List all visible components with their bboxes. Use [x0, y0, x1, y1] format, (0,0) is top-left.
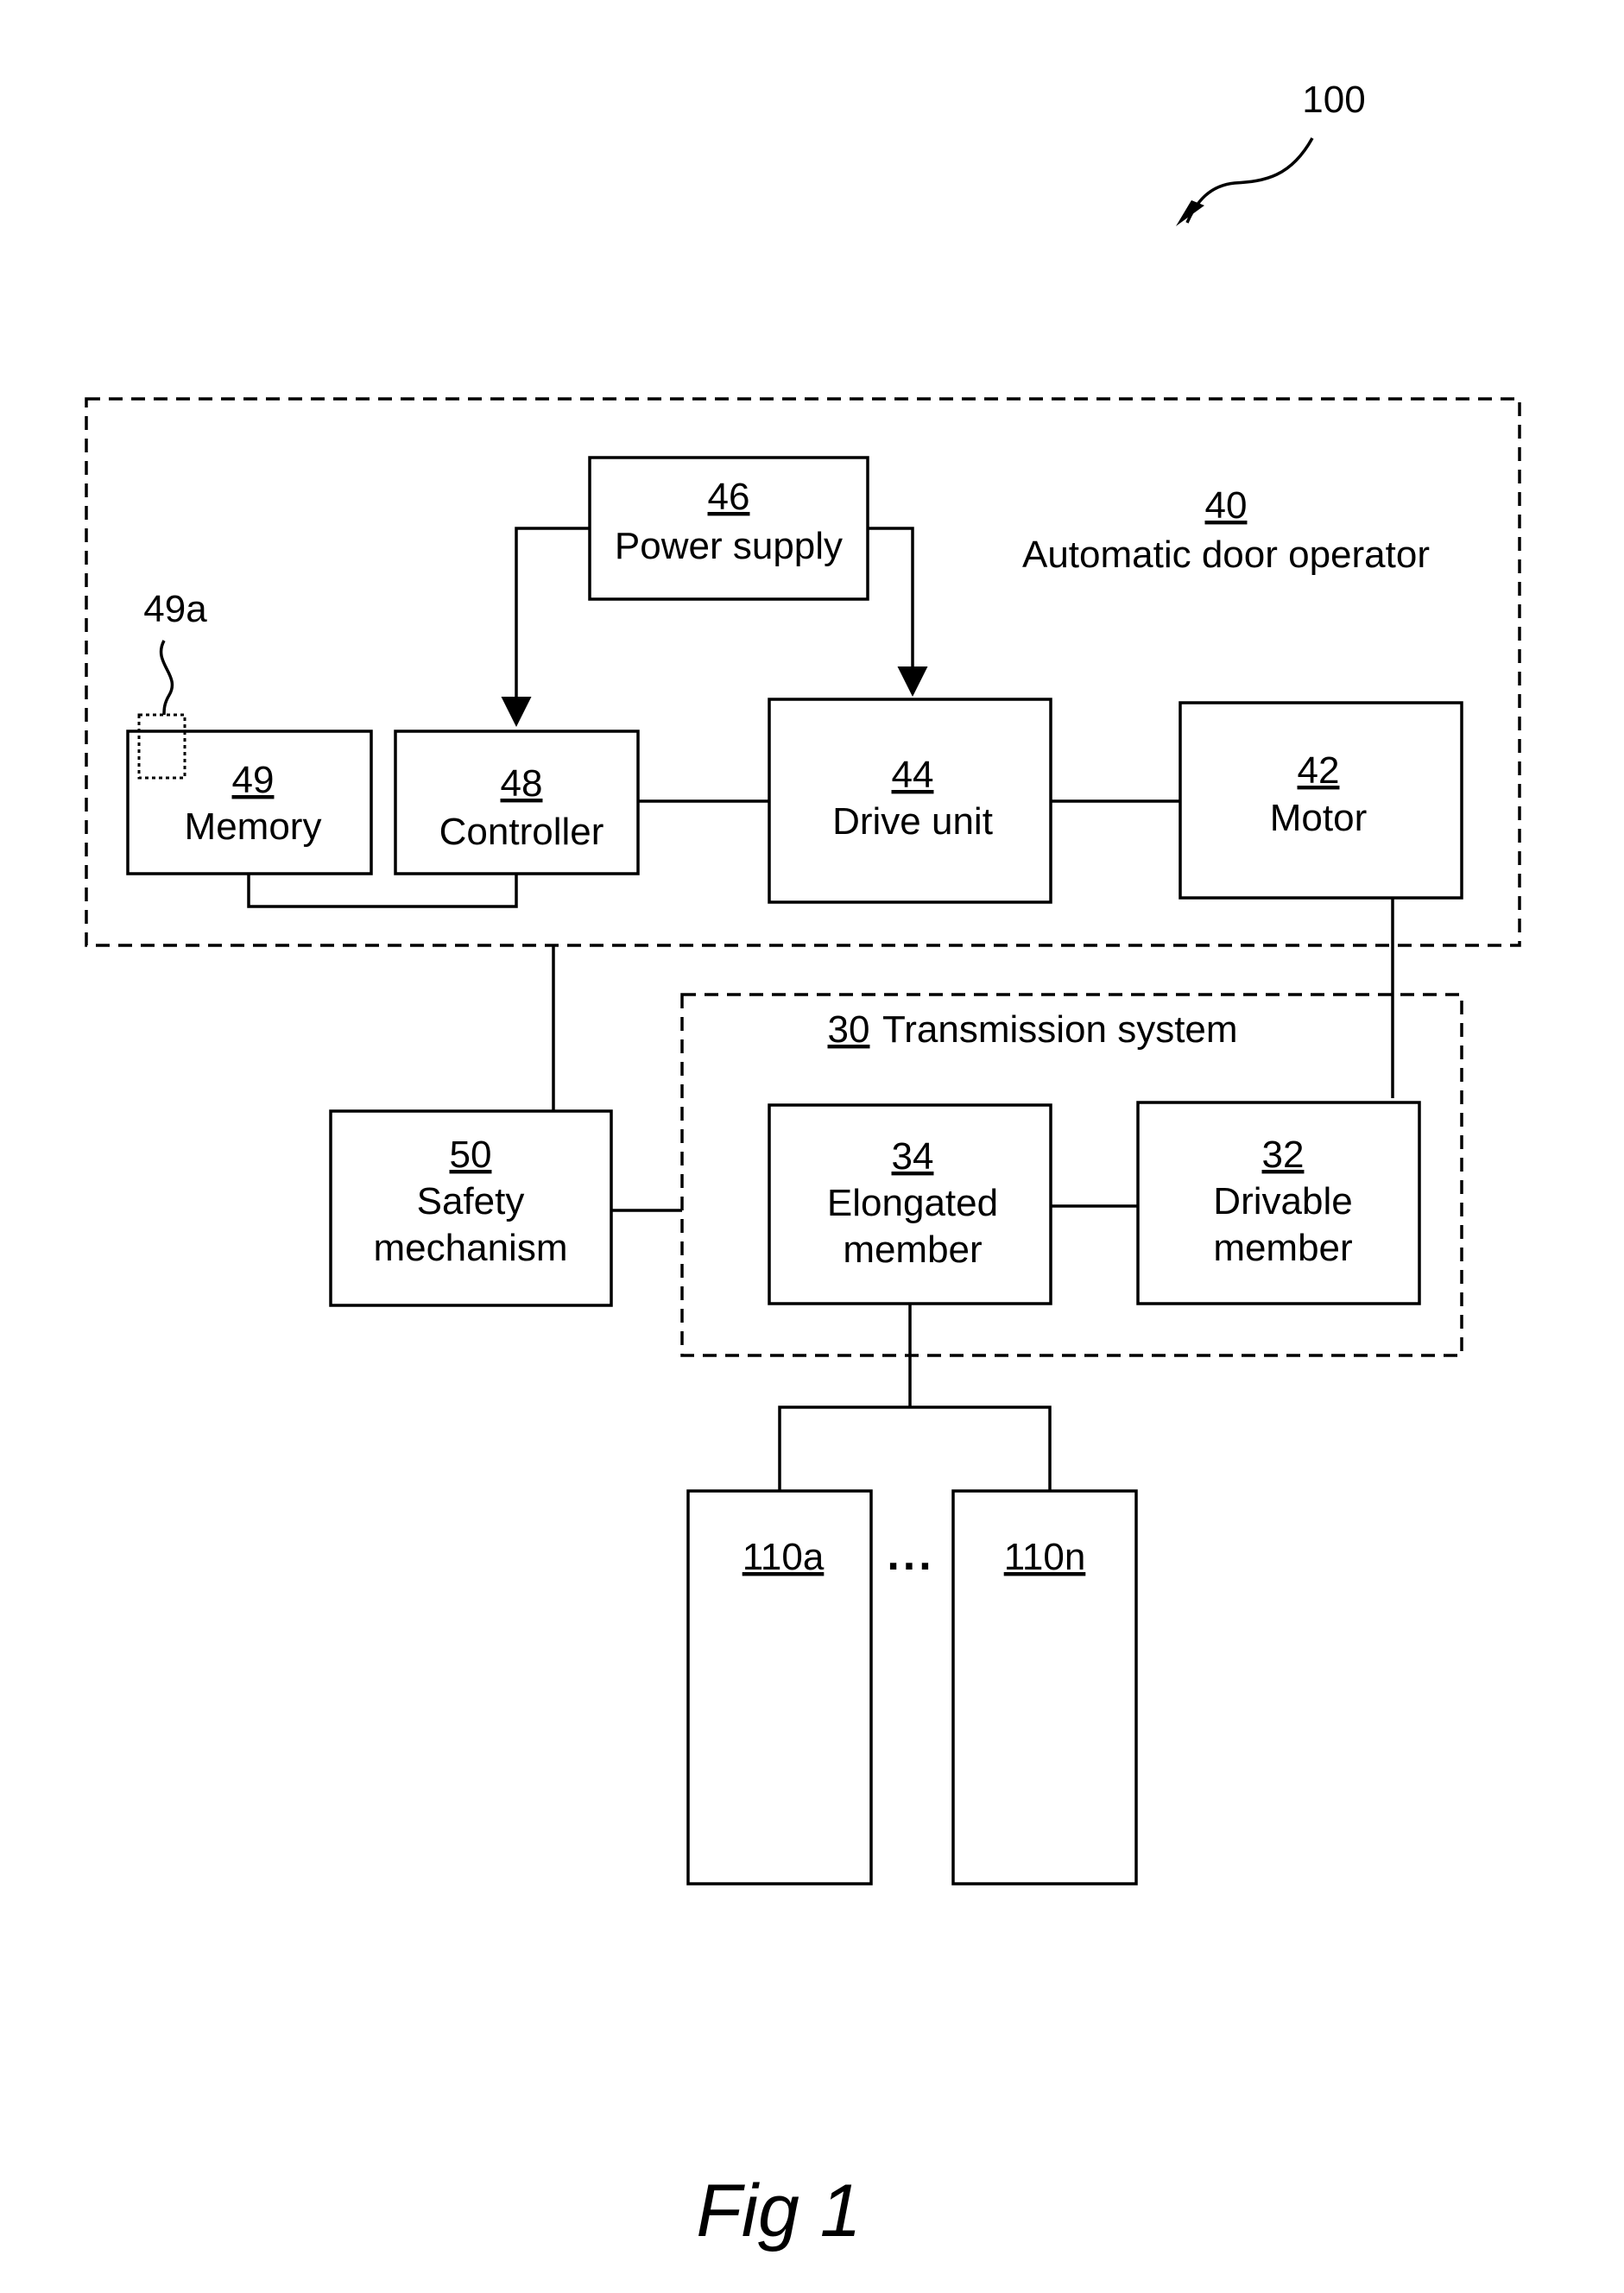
elongated-ref: 34: [892, 1135, 934, 1178]
door-last-ref: 110n: [1004, 1536, 1086, 1578]
memory-label: Memory: [185, 805, 322, 848]
operator-ref: 40: [1205, 484, 1248, 527]
drive-unit-ref: 44: [892, 754, 934, 796]
drivable-label-line1: Drivable: [1213, 1180, 1352, 1222]
controller-box: [394, 730, 640, 875]
drive-unit-label: Drive unit: [832, 800, 993, 843]
power-supply-label: Power supply: [615, 525, 843, 567]
drivable-box: [1136, 1101, 1421, 1305]
operator-label: Automatic door operator: [1022, 534, 1430, 576]
figure-number: 100: [1302, 79, 1365, 121]
motor-ref: 42: [1298, 749, 1340, 792]
transmission-ref: 30: [828, 1008, 870, 1051]
doors-ellipsis: ...: [887, 1530, 934, 1580]
power-to-controller-arrow: [501, 527, 590, 727]
memory-sub-area: [137, 713, 186, 780]
elongated-box: [768, 1103, 1052, 1305]
operator-frame: [85, 397, 1521, 947]
memory-ref: 49: [232, 759, 275, 801]
transmission-label: Transmission system: [882, 1008, 1238, 1051]
memory-sub-ref: 49a: [143, 588, 207, 630]
figure-caption: Fig 1: [696, 2170, 861, 2252]
drivable-label-line2: member: [1213, 1227, 1352, 1269]
doors-branch: [778, 1405, 1052, 1491]
figure-number-arrowhead: [1176, 200, 1204, 226]
elongated-label-line1: Elongated: [827, 1182, 998, 1224]
power-supply-ref: 46: [708, 476, 750, 518]
figure-number-leader: [1185, 137, 1314, 224]
controller-ref: 48: [501, 762, 543, 805]
memory-box: [126, 730, 373, 875]
power-to-drive-arrow: [868, 527, 928, 697]
safety-label-line2: mechanism: [374, 1227, 568, 1269]
transmission-frame: [680, 993, 1463, 1357]
memory-sub-leader: [159, 640, 174, 716]
safety-label-line1: Safety: [417, 1180, 525, 1222]
door-first-ref: 110a: [742, 1536, 825, 1578]
elongated-label-line2: member: [843, 1229, 982, 1271]
safety-box: [329, 1109, 613, 1307]
door-last-box: [951, 1489, 1138, 1886]
controller-label: Controller: [439, 811, 604, 853]
door-first-box: [686, 1489, 873, 1886]
safety-ref: 50: [450, 1134, 492, 1176]
drivable-ref: 32: [1262, 1134, 1305, 1176]
memory-controller-link: [247, 874, 518, 908]
motor-label: Motor: [1270, 797, 1367, 839]
